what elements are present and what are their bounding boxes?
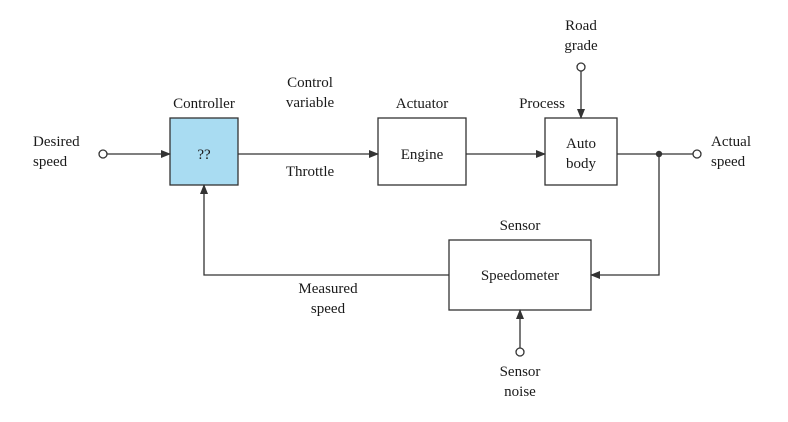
process-title: Process (519, 96, 565, 112)
actual-speed-terminal (692, 149, 702, 159)
speedometer-label: Speedometer (481, 268, 559, 284)
road-grade-terminal (576, 62, 586, 72)
sensor-noise-label-line1: Sensor (500, 364, 541, 380)
desired-speed-terminal (98, 149, 108, 159)
engine-label: Engine (401, 147, 444, 163)
measured-speed-arrow (200, 184, 449, 276)
controller-block (169, 117, 239, 186)
road-grade-label-line2: grade (564, 38, 598, 54)
auto-body-label-line2: body (566, 156, 597, 172)
control-variable-label-line2: variable (286, 95, 335, 111)
measured-speed-label-line1: Measured (298, 281, 358, 297)
controller-title: Controller (173, 96, 235, 112)
road-grade-label-line1: Road (565, 18, 597, 34)
actual-speed-label-line2: speed (711, 154, 746, 170)
control-variable-label-line1: Control (287, 75, 333, 91)
speedometer-block (448, 239, 592, 311)
measured-speed-label-line2: speed (311, 301, 346, 317)
engine-block (377, 117, 467, 186)
auto-body-label-line1: Auto (566, 136, 596, 152)
feedback-to-sensor-arrow (590, 154, 660, 279)
desired-speed-label-line2: speed (33, 154, 68, 170)
sensor-noise-terminal (515, 347, 525, 357)
sensor-title: Sensor (500, 218, 541, 234)
sensor-noise-label-line2: noise (504, 384, 536, 400)
desired-speed-label-line1: Desired (33, 134, 80, 150)
actual-speed-label-line1: Actual (711, 134, 751, 150)
controller-value: ?? (197, 147, 211, 163)
branch-junction (655, 150, 663, 158)
actuator-title: Actuator (396, 96, 448, 112)
throttle-label: Throttle (286, 164, 335, 180)
